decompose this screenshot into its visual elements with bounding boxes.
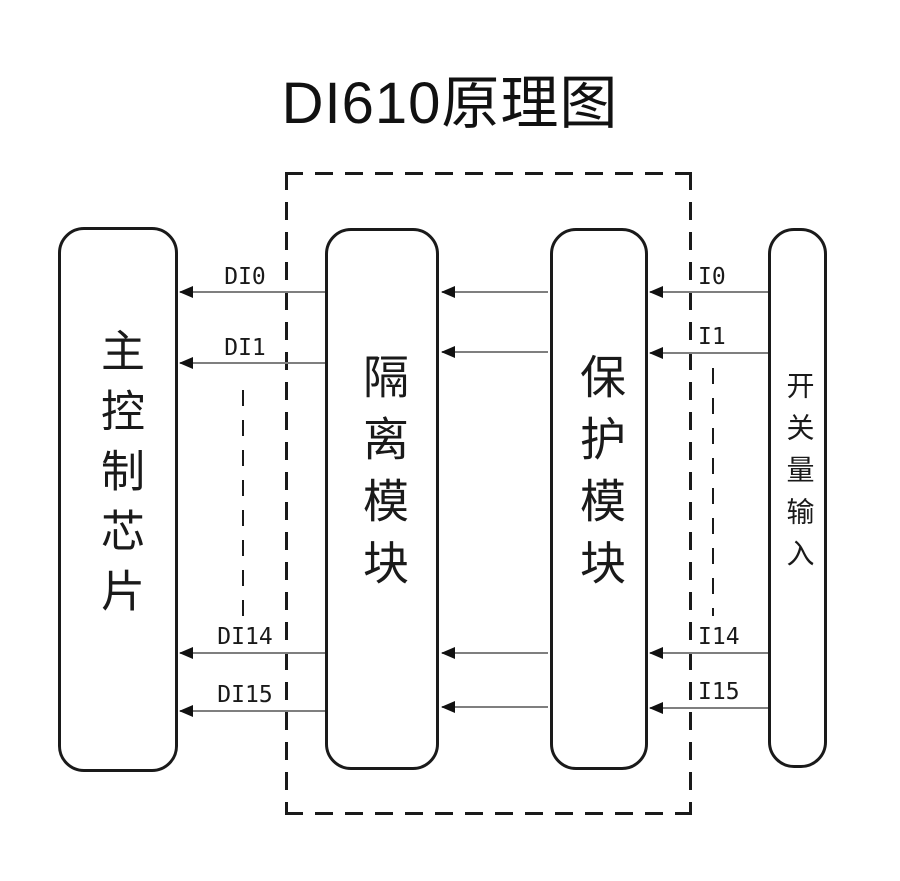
switch-input-label: 开关量输入 bbox=[782, 371, 814, 581]
arrow-i1 bbox=[649, 347, 768, 359]
arrow-mid-row1 bbox=[441, 346, 548, 358]
signal-label-i15: I15 bbox=[698, 679, 740, 705]
box-isolation-module: 隔离模块 bbox=[325, 228, 439, 770]
arrow-di0 bbox=[179, 286, 325, 298]
dashed-boundary-right-edge bbox=[689, 172, 692, 815]
dashed-boundary-top-edge bbox=[285, 172, 692, 175]
signal-label-i14: I14 bbox=[698, 624, 740, 650]
box-protection-module: 保护模块 bbox=[550, 228, 648, 770]
arrow-di14 bbox=[179, 647, 325, 659]
continuation-dots-right bbox=[712, 368, 714, 616]
box-main-control-chip: 主控制芯片 bbox=[58, 227, 178, 772]
arrow-mid-row2 bbox=[441, 647, 548, 659]
arrow-di15 bbox=[179, 705, 325, 717]
signal-label-di15: DI15 bbox=[217, 682, 273, 708]
dashed-boundary-box bbox=[285, 172, 692, 815]
signal-label-di14: DI14 bbox=[217, 624, 273, 650]
continuation-dots-left bbox=[242, 390, 244, 616]
isolation-module-label: 隔离模块 bbox=[357, 353, 408, 601]
protection-module-label: 保护模块 bbox=[574, 353, 625, 601]
dashed-boundary-bottom-edge bbox=[285, 812, 692, 815]
box-switch-quantity-input: 开关量输入 bbox=[768, 228, 827, 768]
arrow-i15 bbox=[649, 702, 768, 714]
arrow-mid-row0 bbox=[441, 286, 548, 298]
signal-label-di1: DI1 bbox=[224, 335, 266, 361]
arrow-mid-row3 bbox=[441, 701, 548, 713]
dashed-boundary-left-edge bbox=[285, 172, 288, 815]
arrow-i14 bbox=[649, 647, 768, 659]
arrow-di1 bbox=[179, 357, 325, 369]
signal-label-i0: I0 bbox=[698, 264, 726, 290]
diagram-title: DI610原理图 bbox=[281, 71, 619, 136]
signal-label-i1: I1 bbox=[698, 324, 726, 350]
main-control-chip-label: 主控制芯片 bbox=[94, 327, 143, 628]
arrow-i0 bbox=[649, 286, 768, 298]
signal-label-di0: DI0 bbox=[224, 264, 266, 290]
